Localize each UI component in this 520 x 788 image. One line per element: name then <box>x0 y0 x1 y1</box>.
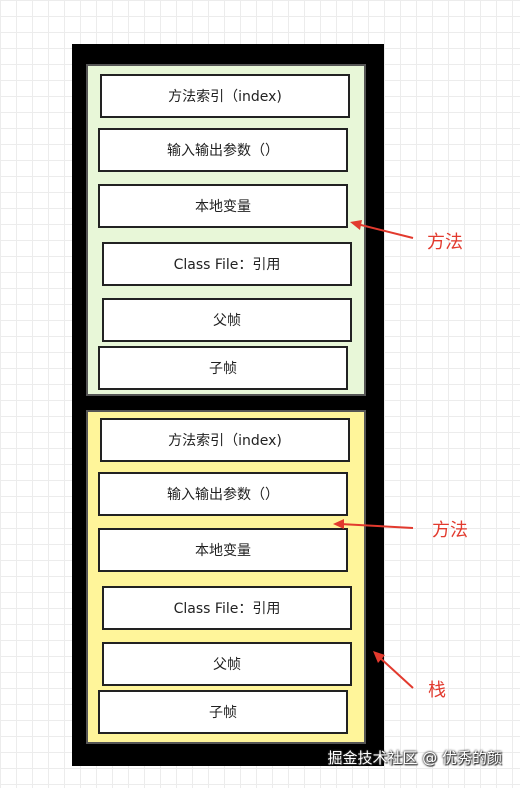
method-index-slot: 方法索引（index) <box>100 74 350 118</box>
local-vars-slot: 本地变量 <box>98 528 348 572</box>
child-frame-slot: 子帧 <box>98 346 348 390</box>
jvm-stack: 方法索引（index) 输入输出参数（） 本地变量 Class File：引用 … <box>72 44 384 766</box>
watermark: 掘金技术社区 @ 优秀的颜 <box>327 749 502 767</box>
stack-frame-1: 方法索引（index) 输入输出参数（） 本地变量 Class File：引用 … <box>86 64 366 396</box>
local-vars-slot: 本地变量 <box>98 184 348 228</box>
child-frame-slot: 子帧 <box>98 690 348 734</box>
class-file-ref-slot: Class File：引用 <box>102 586 352 630</box>
arrow-method-1 <box>350 220 414 239</box>
io-params-slot: 输入输出参数（） <box>98 128 348 172</box>
method-index-slot: 方法索引（index) <box>100 418 350 462</box>
stack-label: 栈 <box>428 680 446 701</box>
stack-frame-2: 方法索引（index) 输入输出参数（） 本地变量 Class File：引用 … <box>86 410 366 744</box>
class-file-ref-slot: Class File：引用 <box>102 242 352 286</box>
method-label-1: 方法 <box>427 232 463 253</box>
arrow-method-2 <box>333 519 414 529</box>
parent-frame-slot: 父帧 <box>102 642 352 686</box>
method-label-2: 方法 <box>432 520 468 541</box>
arrow-stack <box>373 651 414 689</box>
io-params-slot: 输入输出参数（） <box>98 472 348 516</box>
parent-frame-slot: 父帧 <box>102 298 352 342</box>
